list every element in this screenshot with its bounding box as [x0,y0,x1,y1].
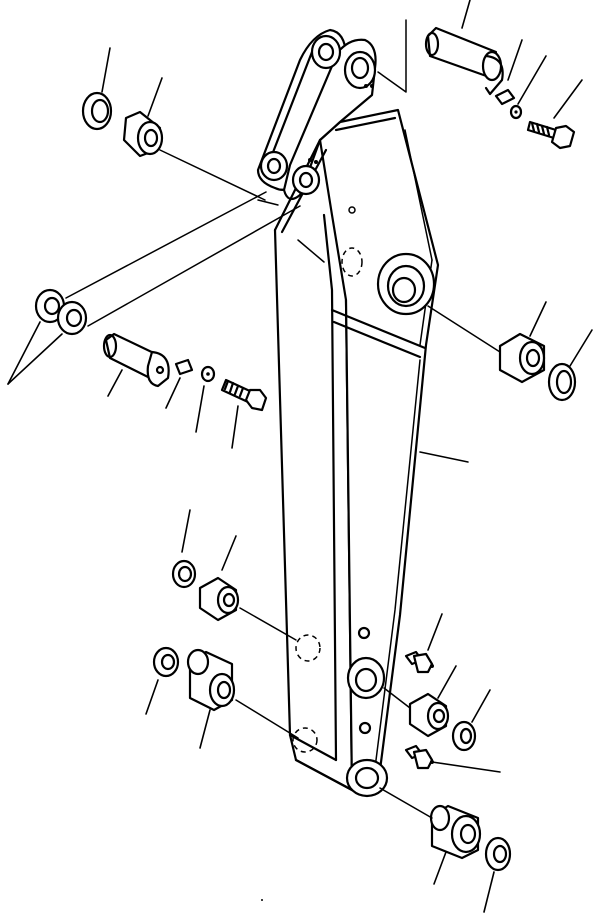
upper-right-bolt [526,120,576,150]
mid-left-plate [174,358,194,376]
shims [34,288,88,336]
mid-left-pin [102,332,170,388]
lower-left-seal-2 [152,646,180,678]
grease-fitting-1 [404,650,434,674]
arm-bosses [259,34,436,798]
mid-right-bushing [498,332,546,384]
upper-right-washer [509,104,523,120]
mid-right-seal [547,362,577,402]
bottom-seal [484,836,512,872]
mid-left-bolt [220,378,268,412]
lower-left-seal-1 [171,559,197,589]
upper-right-plate [494,88,516,106]
lower-right-seal [451,720,477,752]
upper-right-pin [424,26,504,96]
upper-left-bushing [122,110,164,158]
mid-left-washer [200,365,216,383]
lower-right-bushing [408,692,450,738]
bottom-bushing [429,804,482,860]
grease-fitting-2 [404,744,434,770]
upper-left-seal [81,91,113,131]
lower-left-bushing-2 [186,648,236,712]
lower-left-bushing-1 [198,576,240,622]
